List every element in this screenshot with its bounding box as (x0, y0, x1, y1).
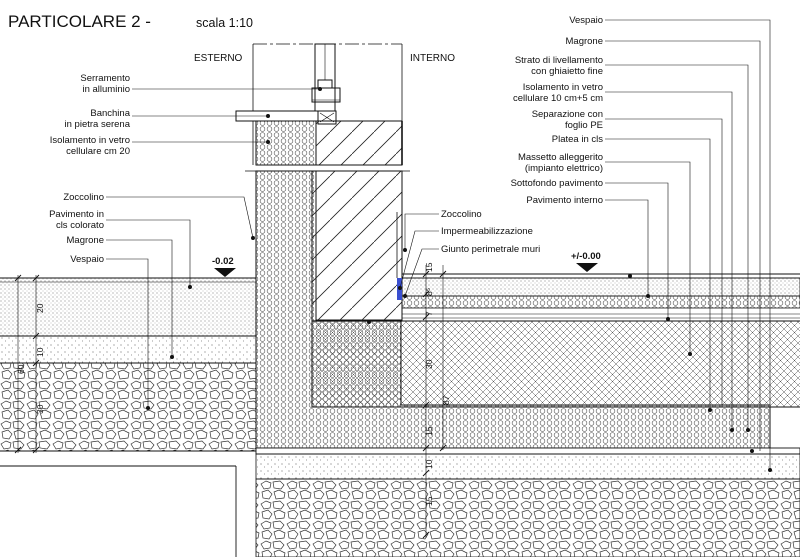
svg-text:con ghiaietto fine: con ghiaietto fine (531, 66, 603, 77)
svg-text:30: 30 (35, 404, 45, 414)
svg-text:Vespaio: Vespaio (70, 254, 104, 265)
svg-text:Impermeabilizzazione: Impermeabilizzazione (441, 226, 533, 237)
svg-text:cls colorato: cls colorato (56, 220, 104, 231)
separation-film (255, 447, 800, 455)
svg-text:Strato di livellamento: Strato di livellamento (515, 55, 603, 66)
svg-text:Pavimento in: Pavimento in (49, 209, 104, 220)
drawing-title: PARTICOLARE 2 - (8, 12, 151, 31)
label-esterno: ESTERNO (194, 53, 243, 64)
svg-text:+/-0.00: +/-0.00 (571, 251, 601, 262)
bottom-vespaio (255, 478, 800, 557)
middle-annotations: Zoccolino Impermeabilizzazione Giunto pe… (398, 209, 540, 298)
svg-text:Banchina: Banchina (90, 108, 130, 119)
external-vespaio (0, 363, 256, 451)
svg-text:Magrone: Magrone (67, 235, 105, 246)
svg-text:Magrone: Magrone (566, 36, 604, 47)
svg-text:Separazione con: Separazione con (532, 109, 603, 120)
svg-text:Isolamento in vetro: Isolamento in vetro (50, 135, 130, 146)
left-dimensions: 20 10 30 60 (14, 274, 45, 454)
svg-text:15: 15 (424, 496, 434, 506)
svg-text:in pietra serena: in pietra serena (65, 119, 131, 130)
svg-text:Giunto perimetrale muri: Giunto perimetrale muri (441, 244, 540, 255)
svg-text:Platea in cls: Platea in cls (552, 134, 603, 145)
svg-text:foglio PE: foglio PE (565, 120, 603, 131)
svg-text:87: 87 (441, 395, 451, 405)
svg-text:15: 15 (424, 262, 434, 272)
svg-text:-0.02: -0.02 (212, 256, 234, 267)
drawing-scale: scala 1:10 (196, 16, 253, 30)
svg-text:Vespaio: Vespaio (569, 15, 603, 26)
external-magrone (0, 278, 256, 336)
concrete-wall (311, 170, 403, 322)
svg-text:in alluminio: in alluminio (82, 84, 130, 95)
svg-text:10: 10 (424, 459, 434, 469)
upper-lintel (315, 120, 403, 166)
svg-text:Zoccolino: Zoccolino (441, 209, 482, 220)
svg-text:Serramento: Serramento (80, 73, 130, 84)
middle-dimensions: 15 8⁵ 7 30 87 15 10 15 (422, 262, 451, 539)
label-interno: INTERNO (410, 53, 455, 64)
svg-text:60: 60 (16, 364, 26, 374)
right-annotations: Vespaio Magrone Strato di livellamento c… (511, 15, 772, 472)
foundation-slab (311, 320, 800, 408)
svg-text:10: 10 (35, 347, 45, 357)
svg-text:cellulare cm 20: cellulare cm 20 (66, 146, 130, 157)
svg-text:Sottofondo pavimento: Sottofondo pavimento (511, 178, 603, 189)
left-annotations: Serramento in alluminio Banchina in piet… (49, 73, 322, 410)
svg-text:Pavimento interno: Pavimento interno (526, 195, 603, 206)
upper-insulation (255, 120, 317, 166)
internal-level-marker: +/-0.00 (571, 251, 601, 272)
bottom-magrone (255, 453, 800, 480)
external-level-marker: -0.02 (205, 256, 245, 279)
svg-text:Massetto alleggerito: Massetto alleggerito (518, 152, 603, 163)
svg-text:cellulare 10 cm+5 cm: cellulare 10 cm+5 cm (513, 93, 603, 104)
internal-screed (401, 277, 800, 297)
svg-text:(impianto elettrico): (impianto elettrico) (525, 163, 603, 174)
external-dotted-layer (0, 336, 256, 363)
svg-text:8⁵: 8⁵ (424, 288, 434, 296)
svg-text:Zoccolino: Zoccolino (63, 192, 104, 203)
svg-text:Isolamento in vetro: Isolamento in vetro (523, 82, 603, 93)
svg-text:7: 7 (424, 311, 434, 316)
internal-lightweight-screed (401, 295, 800, 309)
svg-text:30: 30 (424, 359, 434, 369)
svg-text:15: 15 (424, 426, 434, 436)
svg-text:20: 20 (35, 303, 45, 313)
